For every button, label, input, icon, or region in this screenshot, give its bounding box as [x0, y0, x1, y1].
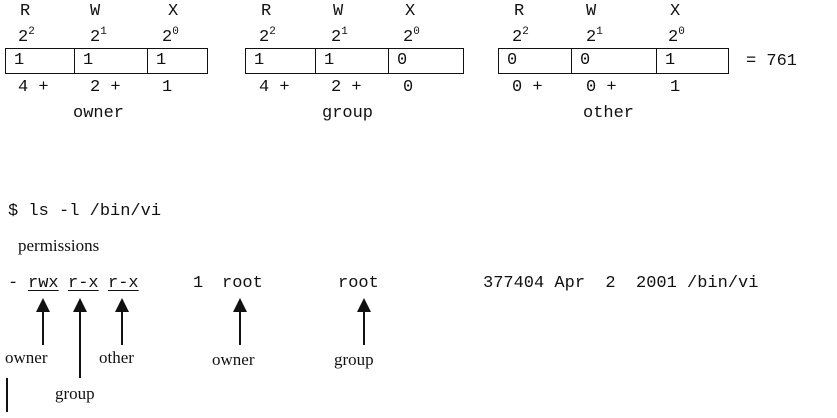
header-r: R — [261, 2, 272, 21]
perm-group: r-x — [68, 274, 99, 293]
header-x: X — [168, 2, 179, 21]
file-group: root — [338, 274, 379, 293]
arrow-owner-perm — [36, 298, 50, 345]
file-details: 377404 Apr 2 2001 /bin/vi — [483, 274, 759, 293]
weight-w: 2 + — [90, 78, 121, 97]
weight-r: 0 + — [512, 78, 543, 97]
group-label: group — [322, 104, 374, 123]
command-line: $ ls -l /bin/vi — [8, 202, 162, 221]
power-1: 21 — [90, 26, 107, 48]
label-group: group — [334, 350, 374, 369]
header-r: R — [20, 2, 31, 21]
header-w: W — [90, 2, 101, 21]
arrow-group-perm — [73, 298, 87, 378]
perm-lead: - — [8, 274, 19, 293]
perm-owner: rwx — [28, 274, 59, 293]
group-label: owner — [73, 104, 125, 123]
permissions-heading: permissions — [18, 236, 100, 255]
label-other-perm: other — [99, 348, 134, 367]
power-2: 22 — [18, 26, 35, 48]
header-x: X — [405, 2, 416, 21]
weight-x: 1 — [670, 78, 681, 97]
label-owner: owner — [212, 350, 255, 369]
weight-r: 4 + — [18, 78, 49, 97]
link-count: 1 — [193, 274, 204, 293]
header-w: W — [333, 2, 344, 21]
bit-cell-x: 1 — [656, 48, 729, 74]
perm-other: r-x — [108, 274, 139, 293]
weight-x: 0 — [403, 78, 414, 97]
power-0: 20 — [403, 26, 420, 48]
weight-w: 0 + — [586, 78, 617, 97]
header-w: W — [586, 2, 597, 21]
power-0: 20 — [668, 26, 685, 48]
file-owner: root — [222, 274, 263, 293]
arrow-group — [357, 298, 371, 345]
weight-w: 2 + — [331, 78, 362, 97]
power-0: 20 — [162, 26, 179, 48]
power-1: 21 — [586, 26, 603, 48]
weight-r: 4 + — [259, 78, 290, 97]
weight-x: 1 — [162, 78, 173, 97]
power-1: 21 — [331, 26, 348, 48]
header-x: X — [670, 2, 681, 21]
header-r: R — [514, 2, 525, 21]
power-2: 22 — [259, 26, 276, 48]
arrow-other-perm — [115, 298, 129, 345]
bit-cell-x: 0 — [388, 48, 464, 74]
label-group-perm: group — [55, 384, 95, 403]
group-label: other — [583, 104, 635, 123]
label-owner-perm: owner — [5, 348, 48, 367]
arrow-owner — [233, 298, 247, 345]
power-2: 22 — [512, 26, 529, 48]
octal-result: = 761 — [746, 52, 798, 71]
bit-cell-x: 1 — [147, 48, 208, 74]
